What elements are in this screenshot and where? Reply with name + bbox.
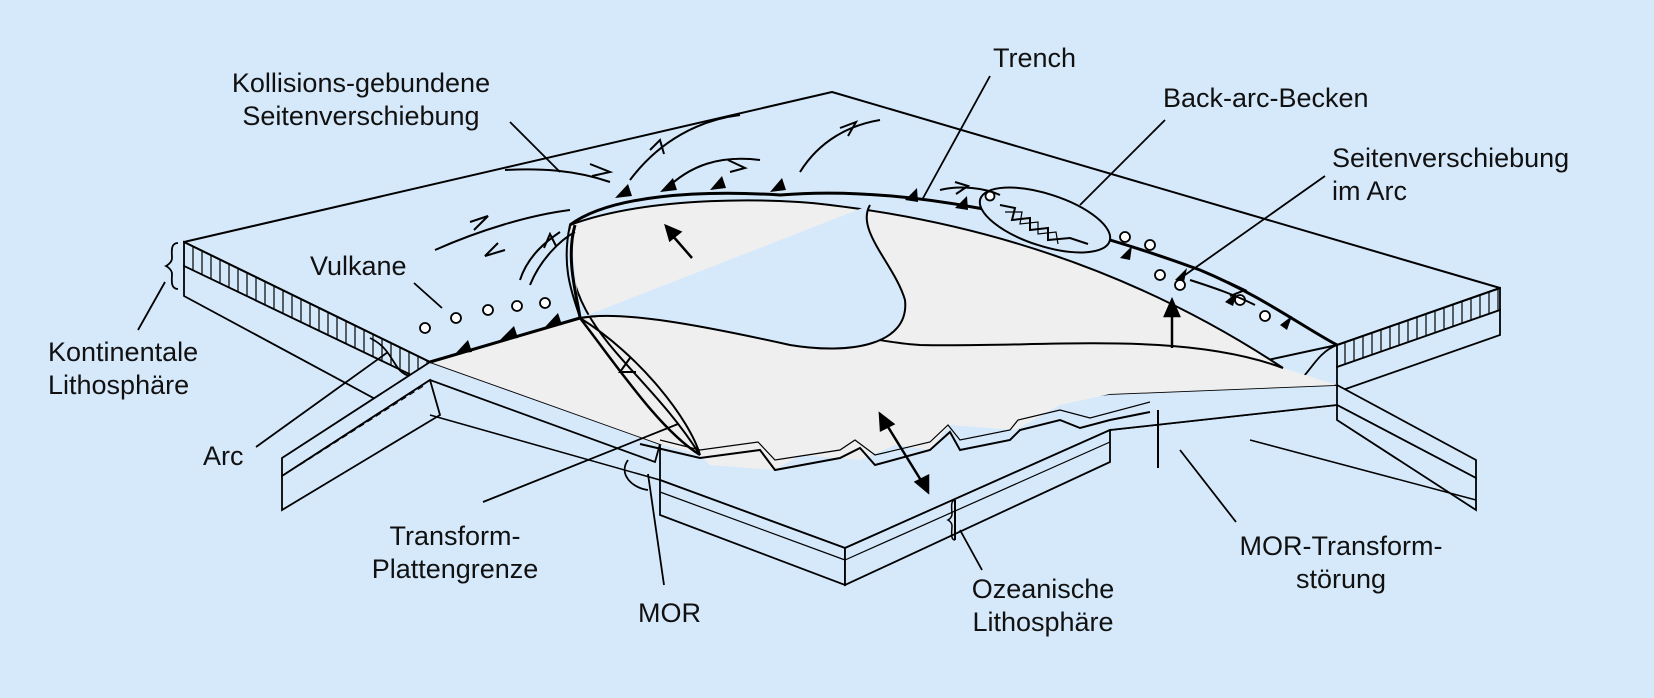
label-ozeanische: Ozeanische Lithosphäre xyxy=(948,573,1138,639)
label-transform: Transform- Plattengrenze xyxy=(350,520,560,586)
ocean-floor xyxy=(430,313,1337,470)
label-seitenverschiebung-arc-line1: Seitenverschiebung xyxy=(1332,143,1570,173)
label-mor-transform-line1: MOR-Transform- xyxy=(1239,531,1443,561)
fault-half-arrows xyxy=(469,120,1248,373)
label-seitenverschiebung-arc: Seitenverschiebung im Arc xyxy=(1332,142,1569,208)
continental-brace xyxy=(163,242,179,290)
label-arc: Arc xyxy=(203,441,244,471)
oceanic-plate-side-right xyxy=(844,428,1111,587)
label-vulkane: Vulkane xyxy=(310,251,407,281)
arc-block-inner xyxy=(579,204,907,350)
label-ozeanische-line1: Ozeanische xyxy=(971,574,1115,604)
label-mor-transform: MOR-Transform- störung xyxy=(1226,530,1456,596)
label-back-arc: Back-arc-Becken xyxy=(1163,83,1369,113)
label-trench: Trench xyxy=(993,43,1077,73)
label-kollisions: Kollisions-gebundene Seitenverschiebung xyxy=(196,67,526,133)
left-slab-side xyxy=(281,378,442,512)
strike-slip-faults xyxy=(434,114,1256,306)
label-transform-line2: Plattengrenze xyxy=(371,554,539,584)
label-seitenverschiebung-arc-line2: im Arc xyxy=(1332,176,1408,206)
label-kontinentale: Kontinentale Lithosphäre xyxy=(48,336,198,402)
label-transform-line1: Transform- xyxy=(389,521,521,551)
leader-lines xyxy=(137,75,1326,586)
continental-left-step xyxy=(369,337,411,377)
label-kollisions-line2: Seitenverschiebung xyxy=(242,101,480,131)
motion-arrows xyxy=(664,223,1181,495)
label-ozeanische-line2: Lithosphäre xyxy=(972,607,1114,637)
label-kollisions-line1: Kollisions-gebundene xyxy=(231,68,491,98)
ridge-transform-zigzag xyxy=(639,411,1151,472)
label-kontinentale-line2: Lithosphäre xyxy=(48,370,190,400)
back-arc-basin-outline xyxy=(978,186,1112,254)
label-mor-transform-line2: störung xyxy=(1295,564,1387,594)
label-kontinentale-line1: Kontinentale xyxy=(48,337,199,367)
label-mor: MOR xyxy=(638,598,701,628)
